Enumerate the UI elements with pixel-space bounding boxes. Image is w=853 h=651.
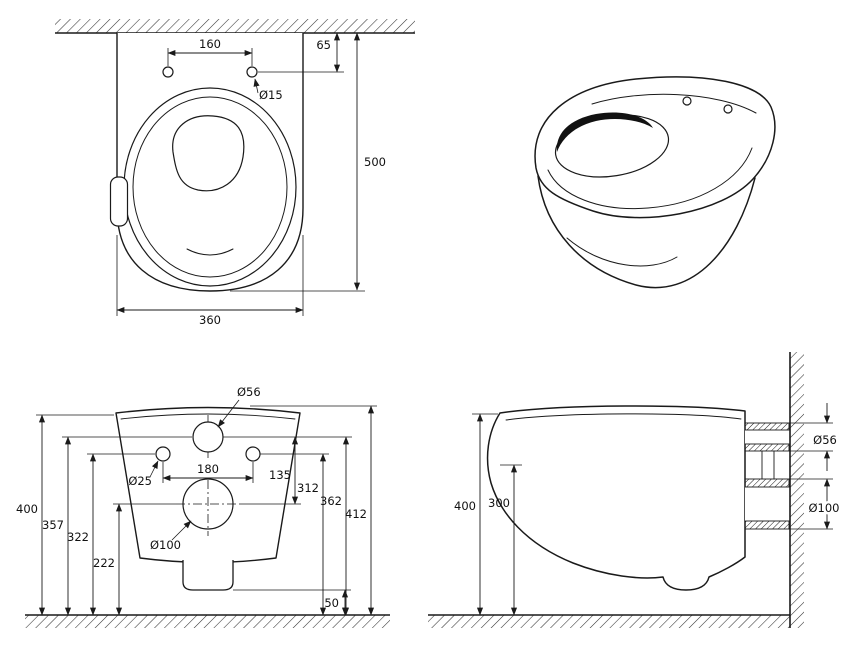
- dim-362-label: 362: [320, 494, 342, 508]
- rim-inner-front-line: [547, 147, 753, 210]
- dim-outlet-diameter-label: Ø100: [808, 501, 839, 515]
- seat-fixing-hole-left: [162, 66, 174, 78]
- leader-line: [171, 520, 192, 541]
- dim-357-label: 357: [42, 518, 64, 532]
- outlet-pipe-wall-bottom: [744, 520, 790, 530]
- dim-135-label: 135: [269, 468, 291, 482]
- side-body-outline: [486, 405, 746, 591]
- rear-foot: [182, 560, 234, 591]
- bowl-shadow-crescent: [556, 112, 653, 152]
- dim-hole-spacing-label: 160: [199, 37, 221, 51]
- seat-hole-right: [723, 104, 733, 114]
- inlet-pipe-bore: [745, 430, 789, 444]
- rear-rim-line: [120, 413, 296, 420]
- floor-hatch: [428, 615, 790, 628]
- drain-arc: [186, 248, 234, 256]
- side-view: 400 300 Ø56 Ø100: [428, 352, 842, 628]
- bolt-hole-right: [245, 446, 261, 462]
- dim-width-label: 360: [199, 313, 221, 327]
- leader-line: [217, 399, 240, 428]
- rim-inner-oval: [132, 96, 288, 278]
- side-tab: [109, 176, 129, 227]
- bowl-water-area: [172, 115, 245, 192]
- dim-outlet-diameter-label: Ø100: [150, 538, 181, 552]
- deck-edge-line: [591, 93, 757, 114]
- dim-floor-clearance-label: 50: [324, 596, 339, 610]
- outlet-pipe-wall-top: [744, 478, 790, 488]
- dim-inlet-diameter-label: Ø56: [813, 433, 837, 447]
- leader-line: [253, 78, 260, 94]
- dim-400-label: 400: [16, 502, 38, 516]
- wall-hatch: [790, 352, 804, 628]
- floor-hatch: [25, 615, 390, 628]
- dim-bolt-diameter-label: Ø25: [128, 474, 152, 488]
- dim-fixing-hole-diameter-label: Ø15: [259, 88, 283, 102]
- leader-line: [149, 460, 159, 478]
- dim-depth-label: 500: [364, 155, 386, 169]
- body-shading-curve: [566, 237, 678, 267]
- seat-hole-left: [682, 96, 692, 106]
- rim-silhouette: [534, 76, 776, 219]
- dim-wall-offset-label: 65: [316, 38, 331, 52]
- dim-inlet-diameter-label: Ø56: [237, 385, 261, 399]
- inlet-pipe-wall-bottom: [744, 443, 790, 452]
- rear-view: 400 357 322 222 312 362 412 135 180 50: [16, 385, 390, 628]
- dim-300-label: 300: [488, 496, 510, 510]
- dim-312-label: 312: [297, 481, 319, 495]
- wall-hatch: [55, 19, 415, 33]
- dim-222-label: 222: [93, 556, 115, 570]
- dim-400-label: 400: [454, 499, 476, 513]
- perspective-view: [534, 76, 776, 289]
- side-rim-line: [505, 413, 742, 421]
- bowl-body-curve: [537, 175, 756, 289]
- bolt-hole-left: [155, 446, 171, 462]
- dim-412-label: 412: [345, 507, 367, 521]
- plan-view: 160 65 Ø15 500 360: [55, 19, 415, 327]
- dim-bolt-spacing-label: 180: [197, 462, 219, 476]
- outlet-pipe-bore: [745, 487, 789, 521]
- seat-fixing-hole-right: [246, 66, 258, 78]
- dim-322-label: 322: [67, 530, 89, 544]
- inlet-pipe-wall-top: [744, 422, 790, 431]
